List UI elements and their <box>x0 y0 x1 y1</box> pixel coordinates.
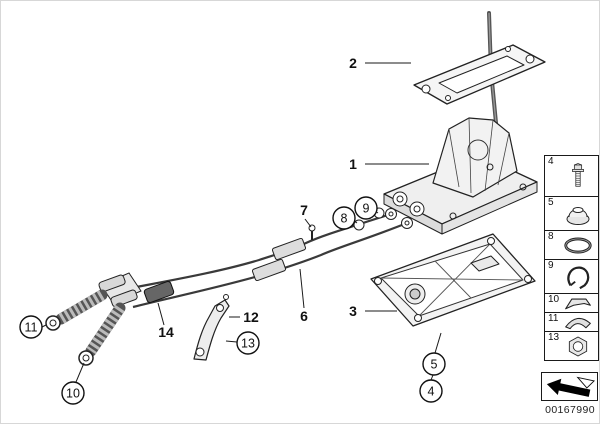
vibration-damper <box>143 280 175 304</box>
bracket-arm <box>193 294 230 361</box>
o-ring-icon <box>563 237 592 253</box>
callout-1[interactable]: 1 <box>349 156 357 172</box>
shift-cables <box>120 207 413 309</box>
callout-13[interactable]: 13 <box>236 331 260 355</box>
sidebar-item-11[interactable]: 11 <box>544 312 599 332</box>
svg-text:4: 4 <box>428 385 435 399</box>
doc-number: 00167990 <box>545 404 595 416</box>
spring-clip-icon <box>564 317 591 329</box>
sidebar-item-8[interactable]: 8 <box>544 230 599 260</box>
callout-9[interactable]: 9 <box>354 196 378 220</box>
part-number-label: 4 <box>548 156 554 167</box>
sidebar-item-9[interactable]: 9 <box>544 259 599 294</box>
svg-text:11: 11 <box>25 321 38 335</box>
sidebar-item-4[interactable]: 4 <box>544 155 599 197</box>
direction-arrow-icon <box>546 376 596 397</box>
part-number-label: 11 <box>548 313 559 324</box>
cable-end-holder <box>98 272 142 308</box>
fastener-sidebar: 4 5 8 9 <box>544 155 599 361</box>
part-number-label: 10 <box>548 294 560 305</box>
svg-text:13: 13 <box>241 337 255 351</box>
callout-7[interactable]: 7 <box>300 202 308 218</box>
clip-icon <box>564 298 591 309</box>
cable-boot-lower <box>78 302 126 366</box>
screw-icon <box>571 163 584 187</box>
nut-icon <box>568 335 587 357</box>
callout-3[interactable]: 3 <box>349 303 357 319</box>
svg-text:10: 10 <box>66 387 80 401</box>
sidebar-item-13[interactable]: 13 <box>544 331 599 361</box>
sidebar-item-10[interactable]: 10 <box>544 293 599 313</box>
svg-text:8: 8 <box>341 212 348 226</box>
part-number-label: 9 <box>548 260 554 271</box>
svg-text:9: 9 <box>363 202 370 216</box>
base-cover-plate <box>370 233 536 327</box>
callout-10[interactable]: 10 <box>61 381 85 405</box>
callout-2[interactable]: 2 <box>349 55 357 71</box>
svg-text:5: 5 <box>431 358 438 372</box>
callout-5[interactable]: 5 <box>422 352 446 376</box>
cable-boot-upper <box>45 289 108 331</box>
gasket-plate <box>413 44 546 105</box>
part-number-label: 13 <box>548 332 560 343</box>
clamp-icon <box>566 266 589 289</box>
part-number-label: 5 <box>548 197 554 208</box>
grommet-icon <box>566 206 589 225</box>
callout-4[interactable]: 4 <box>419 379 443 403</box>
callout-8[interactable]: 8 <box>332 206 356 230</box>
part-number-label: 8 <box>548 231 554 242</box>
callout-14[interactable]: 14 <box>158 324 174 340</box>
shifter-assembly <box>383 117 538 235</box>
callout-11[interactable]: 11 <box>19 315 43 339</box>
direction-indicator <box>541 372 598 401</box>
callout-6[interactable]: 6 <box>300 308 308 324</box>
sidebar-item-5[interactable]: 5 <box>544 196 599 231</box>
callout-12[interactable]: 12 <box>243 309 259 325</box>
